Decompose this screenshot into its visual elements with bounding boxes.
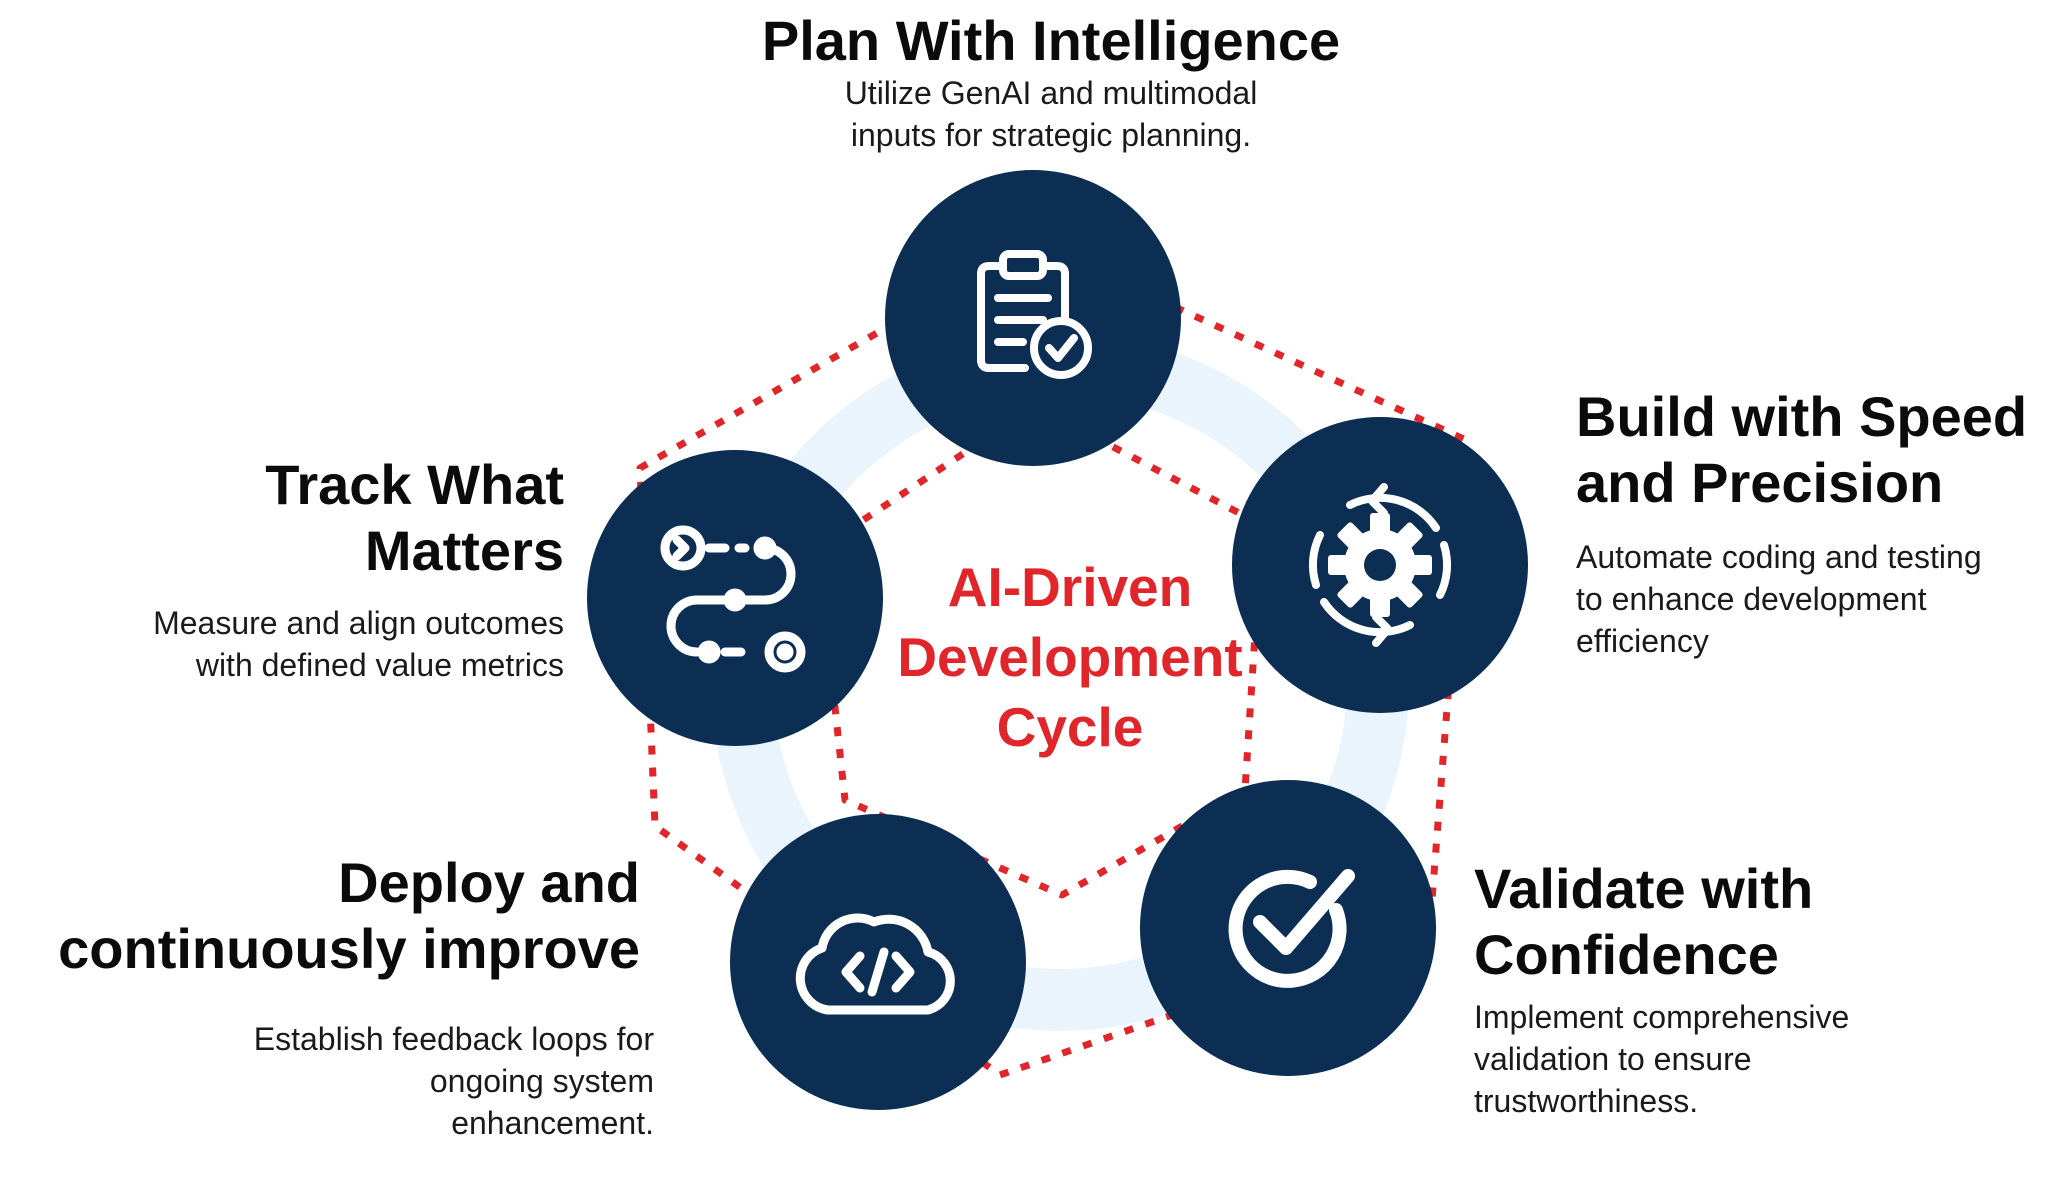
clipboard-check-icon [977, 250, 1092, 379]
stage-node-track [587, 450, 883, 746]
stage-title-validate: Validate with Confidence [1474, 857, 1814, 986]
check-circle-icon [1228, 869, 1355, 988]
cloud-code-icon [795, 913, 955, 1015]
outer-dotted-ring [636, 239, 1472, 1079]
stage-title-plan: Plan With Intelligence [761, 9, 1341, 72]
center-title: AI-Driven Development Cycle [897, 556, 1243, 758]
stage-description-build: Automate coding and testing to enhance d… [1576, 539, 1982, 659]
stage-description-validate: Implement comprehensive validation to en… [1474, 999, 1850, 1119]
stage-description-deploy: Establish feedback loops for ongoing sys… [253, 1021, 654, 1141]
gear-cycle-icon [1308, 483, 1452, 647]
stage-description-plan: Utilize GenAI and multimodal inputs for … [844, 75, 1258, 153]
stage-node-plan [885, 170, 1181, 466]
stage-title-track: Track What Matters [265, 453, 564, 582]
stage-node-build [1232, 417, 1528, 713]
stage-title-deploy: Deploy and continuously improve [58, 851, 640, 980]
route-icon [660, 525, 806, 673]
stage-description-track: Measure and align outcomes with defined … [153, 605, 564, 683]
inner-dotted-ring [814, 402, 1266, 899]
stage-node-deploy [730, 814, 1026, 1110]
stage-node-validate [1140, 780, 1436, 1076]
stage-title-build: Build with Speed and Precision [1576, 385, 2028, 514]
